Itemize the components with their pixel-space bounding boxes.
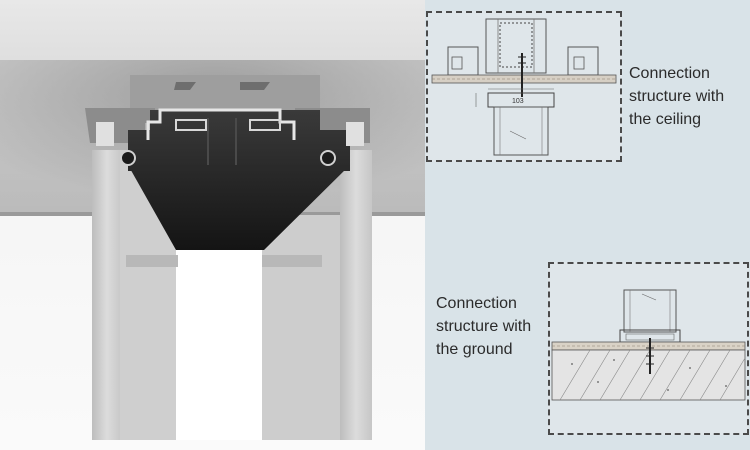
ground-caption: Connection structure with the ground — [436, 292, 556, 361]
glass-panel-left — [92, 150, 122, 440]
detail-panel: 103 Connection structure with the ceilin… — [425, 0, 750, 450]
ground-caption-line-1: Connection — [436, 295, 517, 312]
ground-caption-line-2: structure with — [436, 318, 532, 335]
ceiling-caption-line-3: the ceiling — [629, 111, 702, 128]
glass-panel-center — [176, 215, 264, 440]
screw-icon — [518, 53, 526, 97]
ceiling-caption: Connection structure with the ceiling — [629, 62, 747, 131]
ceiling-caption-line-2: structure with — [629, 88, 725, 105]
ceiling-section-svg: 103 — [431, 18, 617, 156]
ground-section-svg — [551, 289, 746, 401]
profile-3d-render — [0, 0, 428, 450]
ceiling-dimension-label: 103 — [512, 98, 524, 105]
ground-connection-drawing — [548, 262, 749, 435]
ceiling-connection-drawing: 103 — [426, 11, 622, 162]
aluminum-profile — [85, 75, 370, 250]
glass-panel-right — [340, 150, 372, 440]
anchor-screw-icon — [646, 338, 654, 374]
ceiling-caption-line-1: Connection — [629, 65, 710, 82]
ground-caption-line-3: the ground — [436, 341, 513, 358]
